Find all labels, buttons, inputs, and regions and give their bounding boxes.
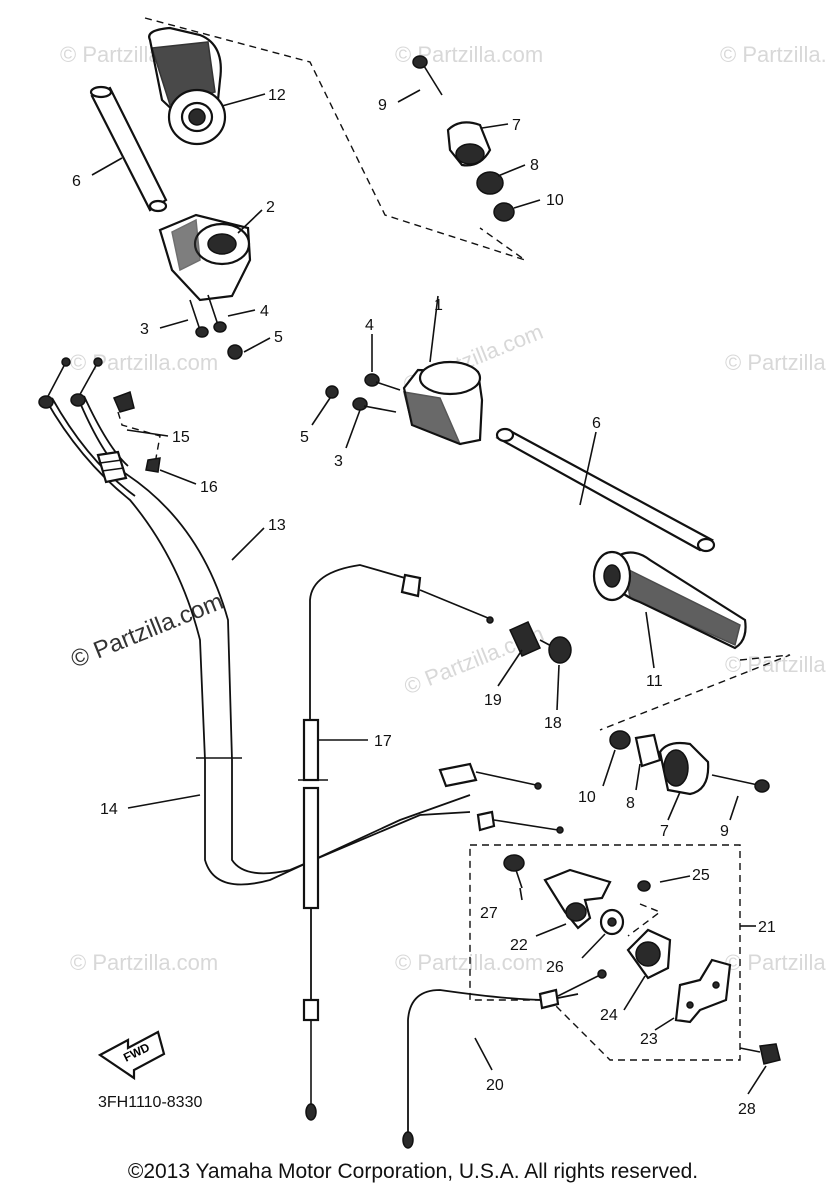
watermark-main: © Partzilla.com — [67, 588, 227, 674]
callout-1: 1 — [434, 297, 443, 314]
watermark-11: © Partzilla.com — [725, 950, 826, 975]
bracket-part-23 — [674, 958, 732, 1024]
nut-part-10-top — [493, 202, 515, 222]
callout-21: 21 — [758, 919, 776, 936]
bolt-part-27 — [503, 854, 525, 889]
callout-10-right: 10 — [578, 789, 596, 806]
grip-holder-part-1 — [402, 360, 484, 446]
joint-part-15 — [113, 391, 135, 413]
callout-22: 22 — [510, 937, 528, 954]
leader-lines — [91, 89, 767, 1095]
callout-10-top: 10 — [546, 192, 564, 209]
forward-arrow-icon: FWD — [97, 1030, 166, 1081]
screw-part-3-left — [189, 299, 209, 338]
group-outline-top — [144, 17, 526, 261]
grip-part-11 — [592, 550, 747, 650]
cam-part-24 — [626, 928, 672, 980]
callout-27: 27 — [480, 905, 498, 922]
watermark-6: © Partzilla.com — [725, 350, 826, 375]
bolt-part-28 — [739, 1043, 781, 1065]
callout-4-center: 4 — [365, 317, 374, 334]
nut-part-18 — [548, 636, 572, 664]
throttle-grip-part-12 — [148, 26, 227, 146]
collar-part-8-right — [634, 733, 662, 768]
watermarks: © Partzilla.com © Partzilla.com © Partzi… — [60, 42, 826, 975]
washer-part-26 — [599, 908, 625, 936]
screw-part-4-left — [207, 294, 227, 333]
group-outline-part-21 — [469, 844, 741, 1061]
callout-23: 23 — [640, 1031, 658, 1048]
clip-part-16 — [145, 457, 161, 473]
callout-17: 17 — [374, 733, 392, 750]
clutch-cable-part-17 — [298, 564, 494, 1121]
callout-6-left: 6 — [72, 173, 81, 190]
callout-7-right: 7 — [660, 823, 669, 840]
cable-part-20 — [402, 969, 607, 1149]
diagram-code: 3FH1110-8330 — [98, 1094, 202, 1111]
callout-14: 14 — [100, 801, 118, 818]
callout-24: 24 — [600, 1007, 618, 1024]
screw-part-5-left — [227, 344, 243, 360]
watermark-8: © Partzilla.com — [725, 652, 826, 677]
callout-25: 25 — [692, 867, 710, 884]
lever-part-22 — [543, 868, 612, 930]
callout-11: 11 — [646, 673, 663, 690]
watermark-10: © Partzilla.com — [395, 950, 543, 975]
callout-28: 28 — [738, 1101, 756, 1118]
callout-8-top: 8 — [530, 157, 539, 174]
parts-diagram: © Partzilla.com © Partzilla.com © Partzi… — [38, 17, 826, 1149]
handlebar-part-6-right — [495, 427, 716, 553]
callout-5-left: 5 — [274, 329, 283, 346]
callout-12: 12 — [268, 87, 286, 104]
callout-18: 18 — [544, 715, 562, 732]
handlebar-part-6-left — [89, 85, 168, 213]
screw-part-9-top — [412, 55, 443, 96]
group-outline-right — [599, 654, 791, 731]
group-outline-15-16 — [117, 411, 161, 459]
grip-holder-part-2 — [158, 213, 252, 302]
callout-3-left: 3 — [140, 321, 149, 338]
callout-20: 20 — [486, 1077, 504, 1094]
collar-part-8-top — [476, 171, 504, 195]
watermark-3: © Partzilla.com — [720, 42, 826, 67]
callout-9-right: 9 — [720, 823, 729, 840]
nut-part-10-right — [609, 730, 631, 750]
callout-6-right: 6 — [592, 415, 601, 432]
callout-numbers: 12 6 2 3 4 5 9 7 8 10 1 4 5 3 6 11 15 16… — [72, 87, 776, 1118]
callout-8-right: 8 — [626, 795, 635, 812]
throttle-cables-part-13-14 — [38, 357, 564, 886]
weight-part-7-top — [446, 121, 492, 167]
callout-7-top: 7 — [512, 117, 521, 134]
screw-part-9-right — [711, 774, 770, 793]
callout-19: 19 — [484, 692, 502, 709]
callout-2: 2 — [266, 199, 275, 216]
screw-part-25 — [627, 880, 662, 937]
callout-13: 13 — [268, 517, 286, 534]
callout-9-top: 9 — [378, 97, 387, 114]
callout-4-left: 4 — [260, 303, 269, 320]
callout-3-center: 3 — [334, 453, 343, 470]
copyright-notice: ©2013 Yamaha Motor Corporation, U.S.A. A… — [127, 1160, 699, 1183]
watermark-9: © Partzilla.com — [70, 950, 218, 975]
callout-16: 16 — [200, 479, 218, 496]
screw-part-4-center — [364, 373, 401, 391]
screw-part-5-center — [325, 385, 339, 399]
callout-15: 15 — [172, 429, 190, 446]
callout-26: 26 — [546, 959, 564, 976]
callout-5-center: 5 — [300, 429, 309, 446]
weight-part-7-right — [658, 741, 710, 796]
